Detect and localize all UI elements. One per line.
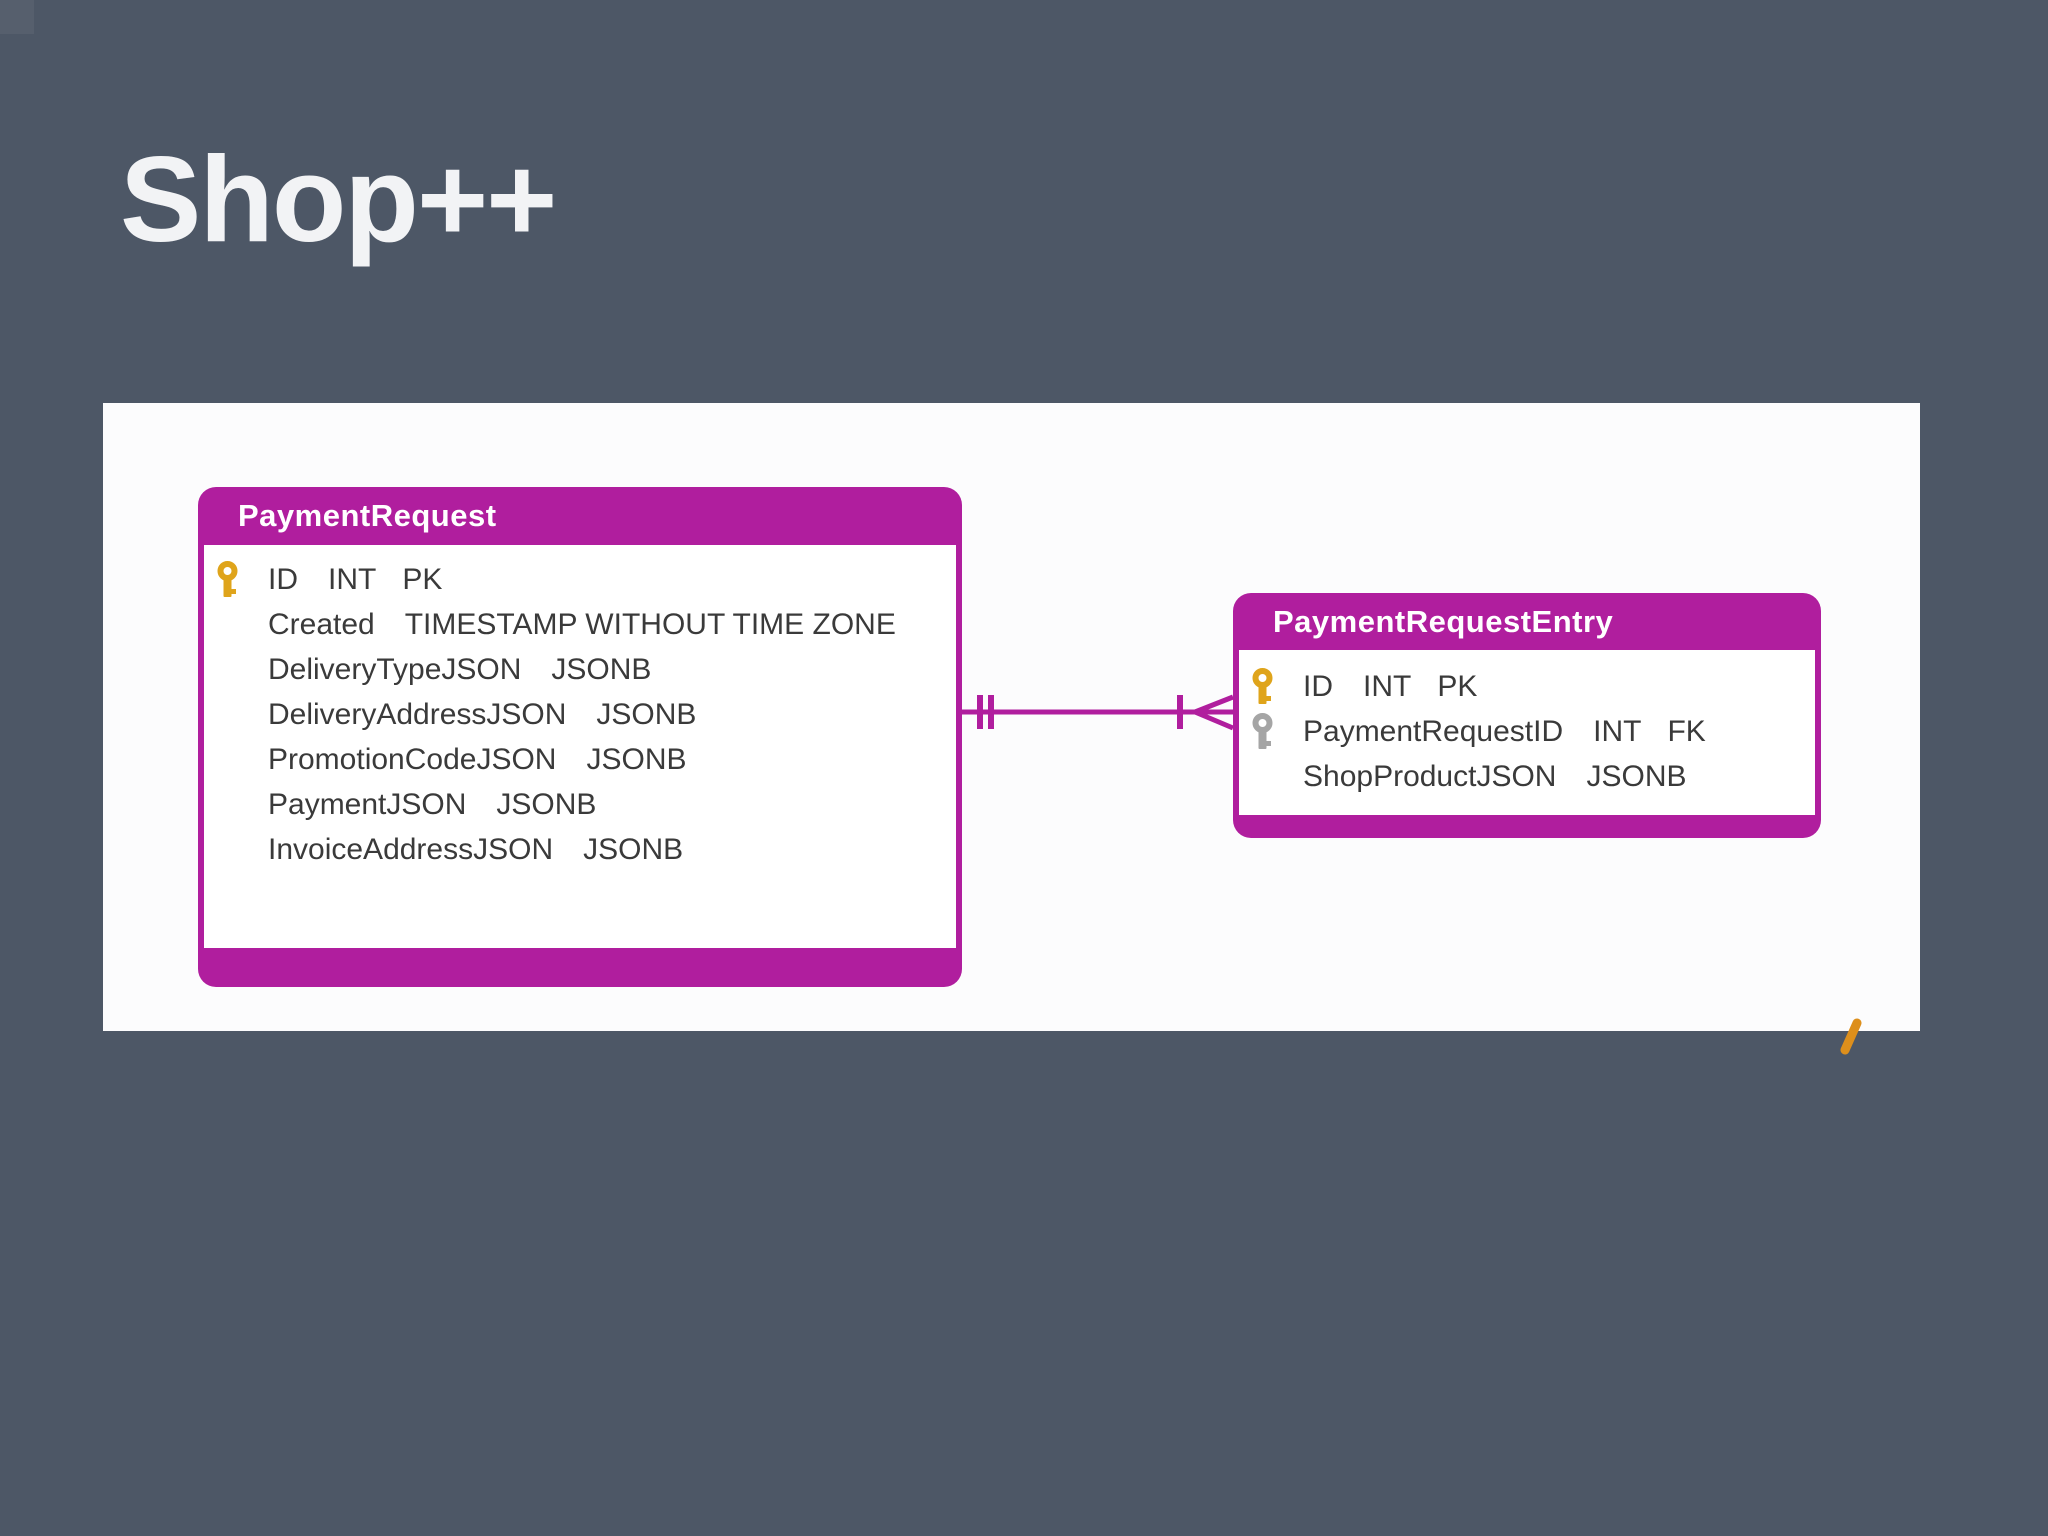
column-name: DeliveryTypeJSON <box>268 652 522 686</box>
table-row: PaymentJSON JSONB <box>204 782 956 827</box>
key-cell <box>1239 668 1303 705</box>
gray-key-icon <box>1252 713 1273 749</box>
column-flag: PK <box>402 562 443 596</box>
column-type: JSONB <box>1586 759 1687 793</box>
column-name: ID <box>268 562 298 596</box>
column-type: INT <box>1363 669 1412 703</box>
column-name: ID <box>1303 669 1333 703</box>
column-type: JSONB <box>551 652 652 686</box>
entity-payment-request: PaymentRequest ID INT PK Created TIMESTA… <box>198 487 962 987</box>
column-name: ShopProductJSON <box>1303 759 1557 793</box>
key-cell <box>204 561 268 598</box>
column-name: Created <box>268 607 375 641</box>
gold-key-icon <box>1252 668 1273 704</box>
column-type: INT <box>328 562 377 596</box>
column-name: PaymentRequestID <box>1303 714 1564 748</box>
relationship-one-to-many <box>958 694 1234 731</box>
column-type: JSONB <box>583 832 684 866</box>
table-row: DeliveryAddressJSON JSONB <box>204 692 956 737</box>
column-name: DeliveryAddressJSON <box>268 697 567 731</box>
column-name: PromotionCodeJSON <box>268 742 557 776</box>
column-type: JSONB <box>496 787 597 821</box>
column-type: TIMESTAMP WITHOUT TIME ZONE <box>404 607 896 641</box>
column-flag: FK <box>1667 714 1706 748</box>
column-type: JSONB <box>596 697 697 731</box>
column-flag: PK <box>1437 669 1478 703</box>
entity-payment-request-entry: PaymentRequestEntry ID INT PK <box>1233 593 1821 838</box>
column-type: JSONB <box>586 742 687 776</box>
entity-title: PaymentRequestEntry <box>1273 603 1614 639</box>
table-row: InvoiceAddressJSON JSONB <box>204 827 956 872</box>
table-row: PaymentRequestID INT FK <box>1239 709 1815 754</box>
entity-header: PaymentRequestEntry <box>1233 593 1821 650</box>
corner-artifact <box>0 0 34 34</box>
entity-body: ID INT PK PaymentRequestID INT FK Sh <box>1239 650 1815 815</box>
table-row: ID INT PK <box>1239 664 1815 709</box>
table-row: ShopProductJSON JSONB <box>1239 754 1815 799</box>
table-row: ID INT PK <box>204 557 956 602</box>
entity-header: PaymentRequest <box>198 487 962 545</box>
column-type: INT <box>1593 714 1642 748</box>
entity-title: PaymentRequest <box>238 498 497 533</box>
column-name: PaymentJSON <box>268 787 467 821</box>
table-row: PromotionCodeJSON JSONB <box>204 737 956 782</box>
entity-body: ID INT PK Created TIMESTAMP WITHOUT TIME… <box>204 545 956 948</box>
column-name: InvoiceAddressJSON <box>268 832 554 866</box>
gold-key-icon <box>217 561 238 597</box>
slide-title: Shop++ <box>120 131 557 267</box>
table-row: Created TIMESTAMP WITHOUT TIME ZONE <box>204 602 956 647</box>
key-cell <box>1239 713 1303 750</box>
table-row: DeliveryTypeJSON JSONB <box>204 647 956 692</box>
diagram-panel: PaymentRequest ID INT PK Created TIMESTA… <box>103 403 1920 1055</box>
stray-pen-mark <box>1840 1018 1862 1055</box>
